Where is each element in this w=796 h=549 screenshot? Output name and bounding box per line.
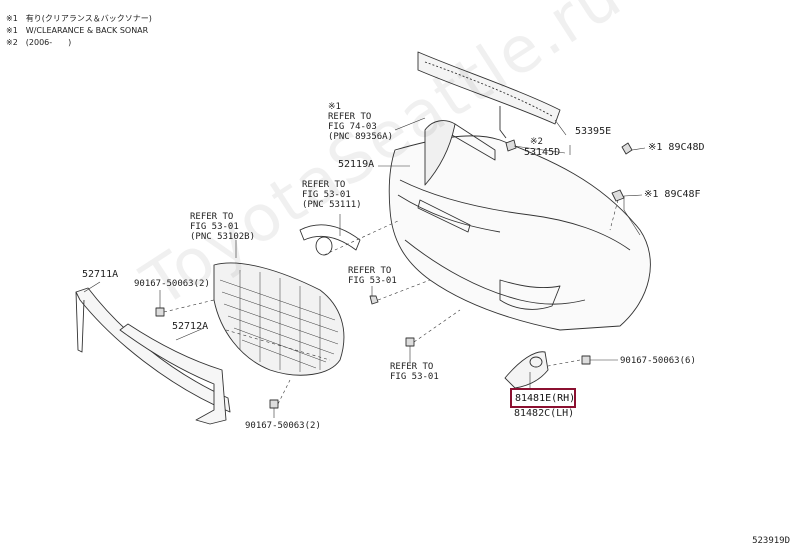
label-81482c[interactable]: 81482C(LH) (514, 408, 575, 419)
part-52712a-shape (119, 323, 227, 425)
note-line-1: ※1 有り(クリアランス＆バックソナー) (6, 14, 152, 23)
label-bolt-right[interactable]: 90167-50063(6) (620, 356, 696, 366)
label-53145d-mark: ※2 (530, 137, 543, 147)
highlight-81481e[interactable]: 81481E(RH) (510, 388, 576, 408)
part-52711a-shape (75, 287, 231, 413)
label-53395e[interactable]: 53395E (575, 126, 612, 137)
note-line-3: ※2 (2006- ) (6, 38, 72, 47)
part-81481e-shape (504, 351, 549, 389)
label-89c48f[interactable]: ※1 89C48F (644, 189, 701, 200)
label-81481e[interactable]: 81481E(RH) (515, 393, 576, 404)
label-bolt-left-bottom[interactable]: 90167-50063(2) (245, 421, 321, 431)
label-53145d[interactable]: 53145D (524, 147, 561, 158)
diagram-id: 523919D (752, 536, 790, 546)
label-89c48d[interactable]: ※1 89C48D (648, 142, 705, 153)
part-53395e-shape (417, 51, 561, 125)
note-line-2: ※1 W/CLEARANCE & BACK SONAR (6, 26, 149, 35)
label-bolt-left-top[interactable]: 90167-50063(2) (134, 279, 210, 289)
label-52711a[interactable]: 52711A (82, 269, 119, 280)
label-52119a[interactable]: 52119A (338, 159, 375, 170)
label-52712a[interactable]: 52712A (172, 321, 209, 332)
part-52119a-shape (388, 135, 651, 331)
